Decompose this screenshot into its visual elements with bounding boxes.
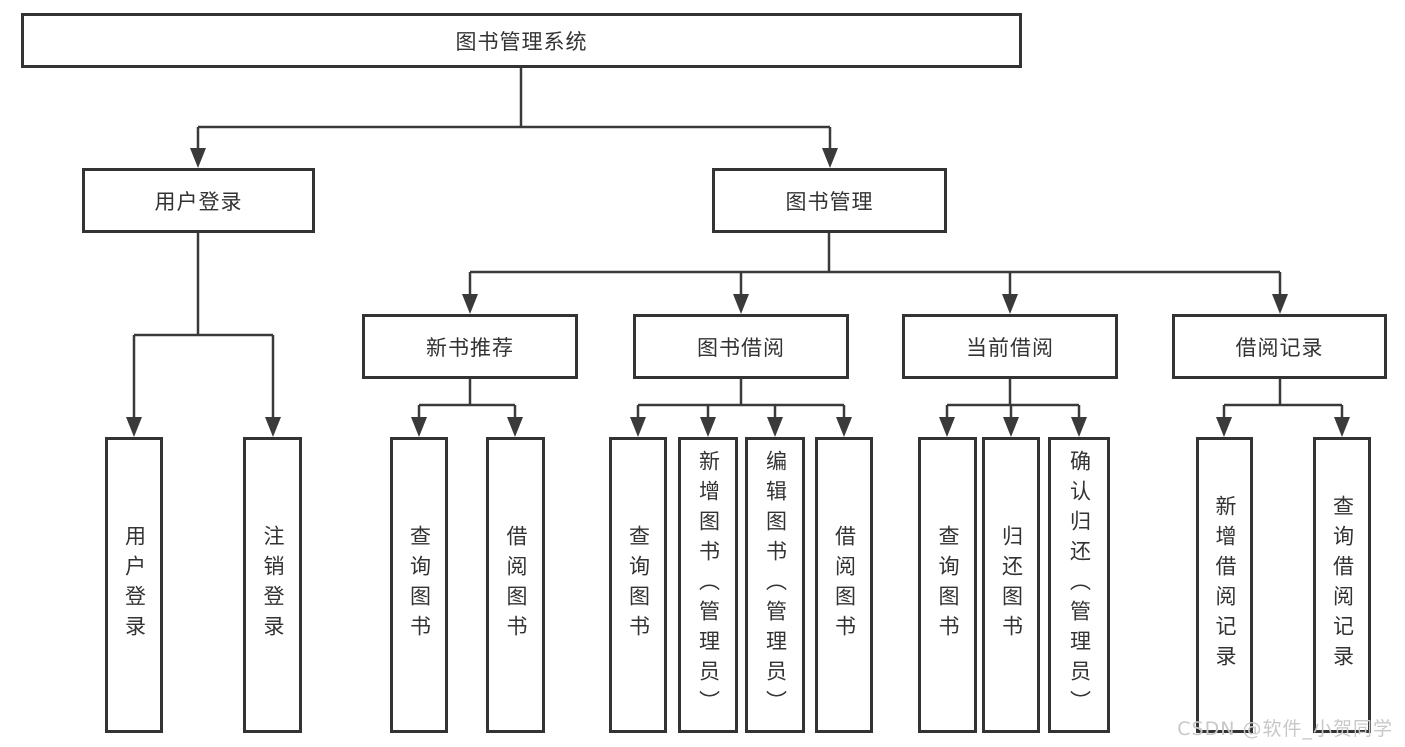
node-current-borrow: 当前借阅	[902, 314, 1118, 379]
node-label: 新增图书（管理员）	[696, 450, 721, 720]
arrowhead-A2	[507, 417, 523, 437]
arrowhead-leaf-login	[126, 417, 142, 437]
node-label: 查询借阅记录	[1330, 495, 1355, 675]
arrowhead-B3	[767, 417, 783, 437]
node-label: 确认归还（管理员）	[1067, 450, 1092, 720]
node-label: 查询图书	[407, 525, 432, 645]
node-user-login: 用户登录	[82, 168, 315, 233]
node-label: 图书管理	[785, 189, 874, 214]
arrowhead-module-0	[462, 294, 478, 314]
arrowhead-C2	[1003, 417, 1019, 437]
leaf-query-borrow-record: 查询借阅记录	[1313, 437, 1371, 733]
arrowhead-book-mgmt	[822, 148, 838, 168]
arrowhead-C3	[1071, 417, 1087, 437]
arrowhead-module-2	[1002, 294, 1018, 314]
arrowhead-D2	[1334, 417, 1350, 437]
node-label: 图书管理系统	[455, 29, 588, 54]
node-label: 用户登录	[154, 189, 243, 214]
node-label: 新增借阅记录	[1213, 495, 1237, 675]
node-book-borrow: 图书借阅	[633, 314, 849, 379]
node-borrow-records: 借阅记录	[1172, 314, 1387, 379]
arrowhead-module-3	[1272, 294, 1288, 314]
node-label: 借阅记录	[1235, 335, 1324, 360]
node-label: 注销登录	[261, 525, 285, 645]
leaf-confirm-return-admin: 确认归还（管理员）	[1048, 437, 1110, 733]
arrowhead-user-login	[190, 148, 206, 168]
node-book-management: 图书管理	[712, 168, 947, 233]
arrowhead-B1	[630, 417, 646, 437]
node-label: 借阅图书	[504, 525, 528, 645]
arrowhead-B4	[836, 417, 852, 437]
leaf-query-books-current: 查询图书	[918, 437, 977, 733]
arrowhead-leaf-logout	[265, 417, 281, 437]
leaf-user-login: 用户登录	[105, 437, 163, 733]
node-label: 当前借阅	[966, 335, 1054, 360]
node-label: 图书借阅	[697, 335, 785, 360]
node-label: 查询图书	[936, 525, 960, 645]
arrowhead-C1	[939, 417, 955, 437]
node-root-book-management-system: 图书管理系统	[21, 13, 1022, 68]
node-label: 用户登录	[122, 525, 147, 645]
arrowhead-A1	[411, 417, 427, 437]
leaf-borrow-books-recommend: 借阅图书	[486, 437, 545, 733]
leaf-borrow-books: 借阅图书	[815, 437, 873, 733]
node-new-book-recommend: 新书推荐	[362, 314, 578, 379]
node-label: 编辑图书（管理员）	[763, 450, 788, 720]
leaf-query-books-borrow: 查询图书	[609, 437, 667, 733]
arrowhead-module-1	[733, 294, 749, 314]
node-label: 借阅图书	[832, 525, 857, 645]
node-label: 查询图书	[626, 525, 651, 645]
node-label: 归还图书	[999, 525, 1024, 645]
node-label: 新书推荐	[426, 335, 514, 360]
leaf-return-books: 归还图书	[982, 437, 1040, 733]
leaf-logout: 注销登录	[243, 437, 302, 733]
leaf-add-books-admin: 新增图书（管理员）	[678, 437, 738, 733]
csdn-watermark: CSDN @软件_小贺同学	[1177, 718, 1393, 740]
arrowhead-D1	[1216, 417, 1232, 437]
leaf-add-borrow-record: 新增借阅记录	[1196, 437, 1253, 733]
arrowhead-B2	[700, 417, 716, 437]
leaf-edit-books-admin: 编辑图书（管理员）	[745, 437, 805, 733]
leaf-query-books-recommend: 查询图书	[390, 437, 448, 733]
